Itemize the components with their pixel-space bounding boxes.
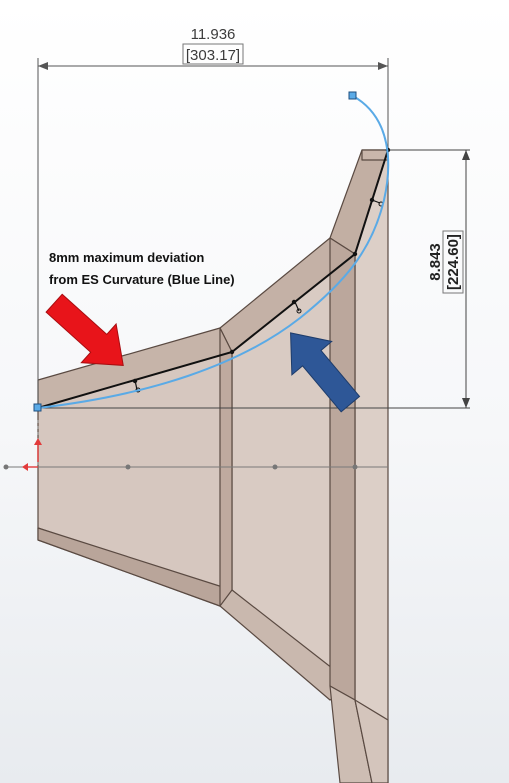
arrowhead-right-icon (378, 62, 388, 70)
horizontal-dimension[interactable]: 11.936 [303.17] (37, 26, 389, 408)
blue-arrow-icon (290, 332, 361, 413)
arrowhead-top-icon (462, 150, 470, 160)
segment-midpoint (291, 299, 297, 305)
horn-segment-2-bottom (219, 589, 356, 701)
segment-midpoint (369, 197, 375, 203)
origin-arrow-icon (34, 438, 42, 445)
horn-segment-3-edge (329, 237, 356, 701)
vertex-point (352, 251, 358, 257)
vertical-dimension[interactable]: 8.843 [224.60] (388, 149, 470, 408)
es-curvature-line (37, 95, 390, 409)
width-dimension-metric-box (182, 43, 244, 65)
arrowhead-left-icon (38, 62, 48, 70)
spline-handle-end[interactable] (348, 91, 357, 100)
height-dimension-metric-box (442, 230, 464, 294)
width-dimension-metric: [303.17] (186, 47, 240, 64)
es-curve[interactable] (33, 91, 390, 412)
annotation-line-1: 8mm maximum deviation (49, 250, 204, 265)
height-dimension-metric: [224.60] (445, 234, 462, 290)
annotation-line-2: from ES Curvature (Blue Line) (49, 272, 235, 287)
horn-segment-3-lower-face (354, 699, 389, 783)
height-dimension-value: 8.843 (427, 243, 444, 281)
axis-point (352, 464, 358, 470)
arrowhead-bottom-icon (462, 398, 470, 408)
construction-lines (3, 407, 470, 471)
axis-point (3, 464, 9, 470)
segment-midpoint (132, 378, 138, 384)
origin-arrow-icon (22, 463, 28, 471)
horn-segment-3-lower (329, 685, 373, 783)
spline-handle-start[interactable] (33, 403, 42, 412)
width-dimension-value: 11.936 (191, 26, 236, 43)
axis-point (125, 464, 131, 470)
vertex-point (229, 349, 235, 355)
curve-point (296, 308, 302, 314)
axis-point (272, 464, 278, 470)
horn-segment-3-right (361, 149, 389, 161)
red-arrow-icon (45, 293, 124, 366)
annotation: 8mm maximum deviation from ES Curvature … (49, 250, 235, 287)
